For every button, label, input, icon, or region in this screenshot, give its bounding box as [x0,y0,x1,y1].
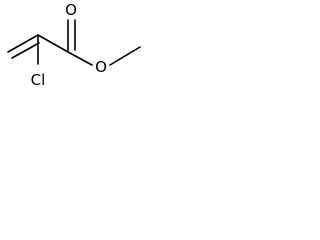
bond-c1-o-ester [67,51,93,66]
bond-ch2-double-c2-inner [11,42,40,59]
chlorine-label: Cl [31,71,46,89]
carbonyl-oxygen-label: O [65,1,77,19]
bond-ch2-double-c2 [7,34,39,53]
ester-oxygen-label: O [95,58,107,76]
chemical-structure-diagram: O O Cl [7,1,141,89]
bond-c2-c1 [37,34,69,53]
bond-o-methyl [109,46,141,66]
